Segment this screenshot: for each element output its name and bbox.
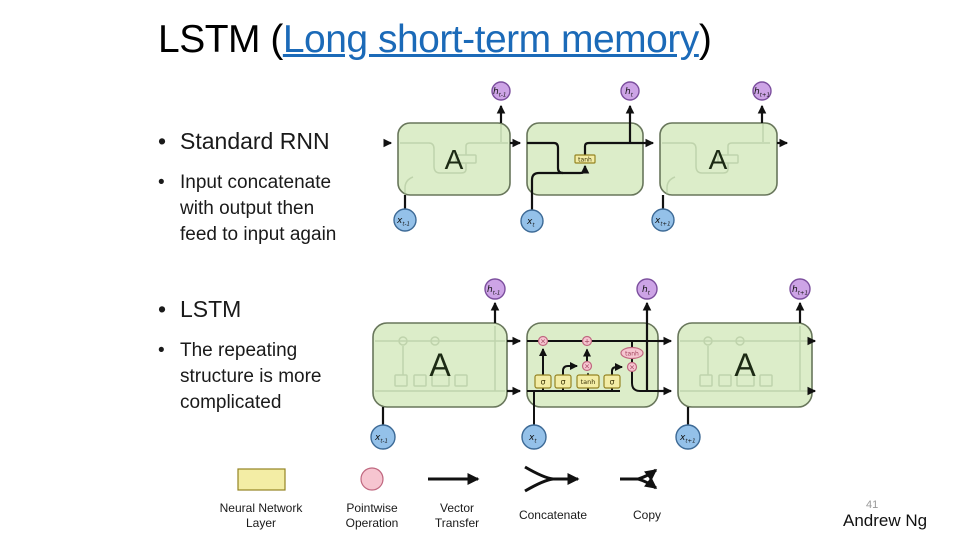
rnn-x-label-current: xt xyxy=(526,217,535,229)
rnn-x-node-next xyxy=(651,208,675,232)
legend-label: Transfer xyxy=(435,516,479,530)
bullet-marker: • xyxy=(158,172,165,193)
rnn-cell-left xyxy=(397,122,511,196)
lstm-x-label-prev: xt-1 xyxy=(374,433,388,445)
bullet-standard-rnn: • Standard RNN xyxy=(158,128,330,155)
rnn-diagram: tanh A A ht-1 ht ht+1 xt-1 xt xt+1 xyxy=(383,81,789,233)
lstm-ghost-internals-right xyxy=(680,326,810,392)
lstm-add-op xyxy=(581,335,593,347)
legend-label: Neural Network xyxy=(220,501,304,515)
lstm-x-label-current: xt xyxy=(528,433,537,445)
footer-author: Andrew Ng xyxy=(843,511,928,530)
rnn-x-label-prev: xt-1 xyxy=(396,216,410,228)
lstm-cell-label-right: A xyxy=(734,347,756,383)
rnn-cell-label-right: A xyxy=(709,144,728,175)
bullet-marker: • xyxy=(158,340,165,361)
bullet-marker: • xyxy=(158,296,167,322)
rnn-h-label-current: ht xyxy=(625,87,634,99)
lstm-candidate-gate xyxy=(576,374,600,389)
pointwise-operation-icon xyxy=(360,467,384,491)
neural-network-layer-icon xyxy=(237,468,286,491)
bullet-text: The repeating structure is more complica… xyxy=(180,340,322,413)
rnn-h-node-current xyxy=(620,81,640,101)
lstm-forget-multiply-op xyxy=(537,335,549,347)
legend-label: Concatenate xyxy=(519,508,587,522)
lstm-cell-label-left: A xyxy=(429,347,451,383)
lstm-input-gate xyxy=(554,374,572,389)
title-link[interactable]: Long short-term memory xyxy=(282,18,699,61)
lstm-h-label-next: ht+1 xyxy=(792,285,808,297)
bullet-text: Input concatenate with output then feed … xyxy=(180,172,337,245)
lstm-cell-middle xyxy=(526,322,659,408)
lstm-forget-gate xyxy=(534,374,552,389)
copy-icon xyxy=(620,468,658,490)
rnn-h-node-prev xyxy=(491,81,511,101)
concatenate-icon xyxy=(524,465,580,493)
lstm-input-gate-label: σ xyxy=(560,378,565,387)
page-title: LSTM (Long short-term memory) xyxy=(158,18,712,62)
lstm-h-label-prev: ht-1 xyxy=(487,285,500,297)
title-suffix: ) xyxy=(698,18,712,61)
lstm-output-multiply-label: × xyxy=(629,364,635,372)
rnn-ghost-internals-left xyxy=(400,124,508,195)
bullet-text: Standard RNN xyxy=(180,128,330,154)
bullet-lstm: • LSTM xyxy=(158,296,241,323)
rnn-tanh-label: tanh xyxy=(578,157,592,164)
lstm-input-multiply-label: × xyxy=(584,363,590,371)
lstm-ghost-internals-left xyxy=(375,326,505,392)
lstm-candidate-gate-label: tanh xyxy=(581,378,596,386)
page-number: 41 xyxy=(866,499,879,511)
lstm-x-node-next xyxy=(675,424,701,450)
lstm-diagram: σ σ tanh σ × + × × tanh A A ht-1 ht ht+1… xyxy=(370,278,817,450)
rnn-x-node-current xyxy=(520,209,544,233)
title-prefix: LSTM ( xyxy=(158,18,283,61)
legend-label: Operation xyxy=(346,516,399,530)
lstm-x-node-current xyxy=(521,424,547,450)
rnn-tanh-gate xyxy=(574,154,596,164)
rnn-h-node-next xyxy=(752,81,772,101)
legend-label: Vector xyxy=(440,501,474,515)
lstm-h-label-current: ht xyxy=(642,285,651,297)
bullet-input-concatenate: • Input concatenate with output then fee… xyxy=(158,170,343,248)
legend-label: Pointwise xyxy=(346,501,398,515)
lstm-output-multiply-op xyxy=(626,361,638,373)
lstm-output-gate xyxy=(603,374,621,389)
lstm-h-node-current xyxy=(636,278,658,300)
rnn-ghost-internals-right xyxy=(662,124,770,195)
rnn-wires xyxy=(383,104,789,210)
lstm-state-tanh-oval xyxy=(620,346,644,360)
lstm-state-tanh-label: tanh xyxy=(625,351,639,358)
legend: Neural Network Layer Pointwise Operation… xyxy=(220,465,661,530)
legend-label: Layer xyxy=(246,516,276,530)
rnn-x-node-prev xyxy=(393,208,417,232)
rnn-h-label-next: ht+1 xyxy=(754,87,770,99)
lstm-forget-multiply-label: × xyxy=(540,338,546,346)
lstm-x-label-next: xt+1 xyxy=(679,433,696,445)
lstm-output-gate-label: σ xyxy=(609,378,614,387)
rnn-h-label-prev: ht-1 xyxy=(493,87,506,99)
legend-label: Copy xyxy=(633,508,661,522)
bullet-marker: • xyxy=(158,128,167,154)
lstm-forget-gate-label: σ xyxy=(540,378,545,387)
lstm-input-multiply-op xyxy=(581,360,593,372)
lstm-wires xyxy=(381,301,817,425)
lstm-x-node-prev xyxy=(370,424,396,450)
bullet-repeating-structure: • The repeating structure is more compli… xyxy=(158,338,343,416)
rnn-x-label-next: xt+1 xyxy=(654,216,671,228)
bullet-text: LSTM xyxy=(180,296,242,322)
lstm-h-node-next xyxy=(789,278,811,300)
lstm-add-label: + xyxy=(584,338,590,346)
rnn-cell-label-left: A xyxy=(445,144,464,175)
lstm-h-node-prev xyxy=(484,278,506,300)
